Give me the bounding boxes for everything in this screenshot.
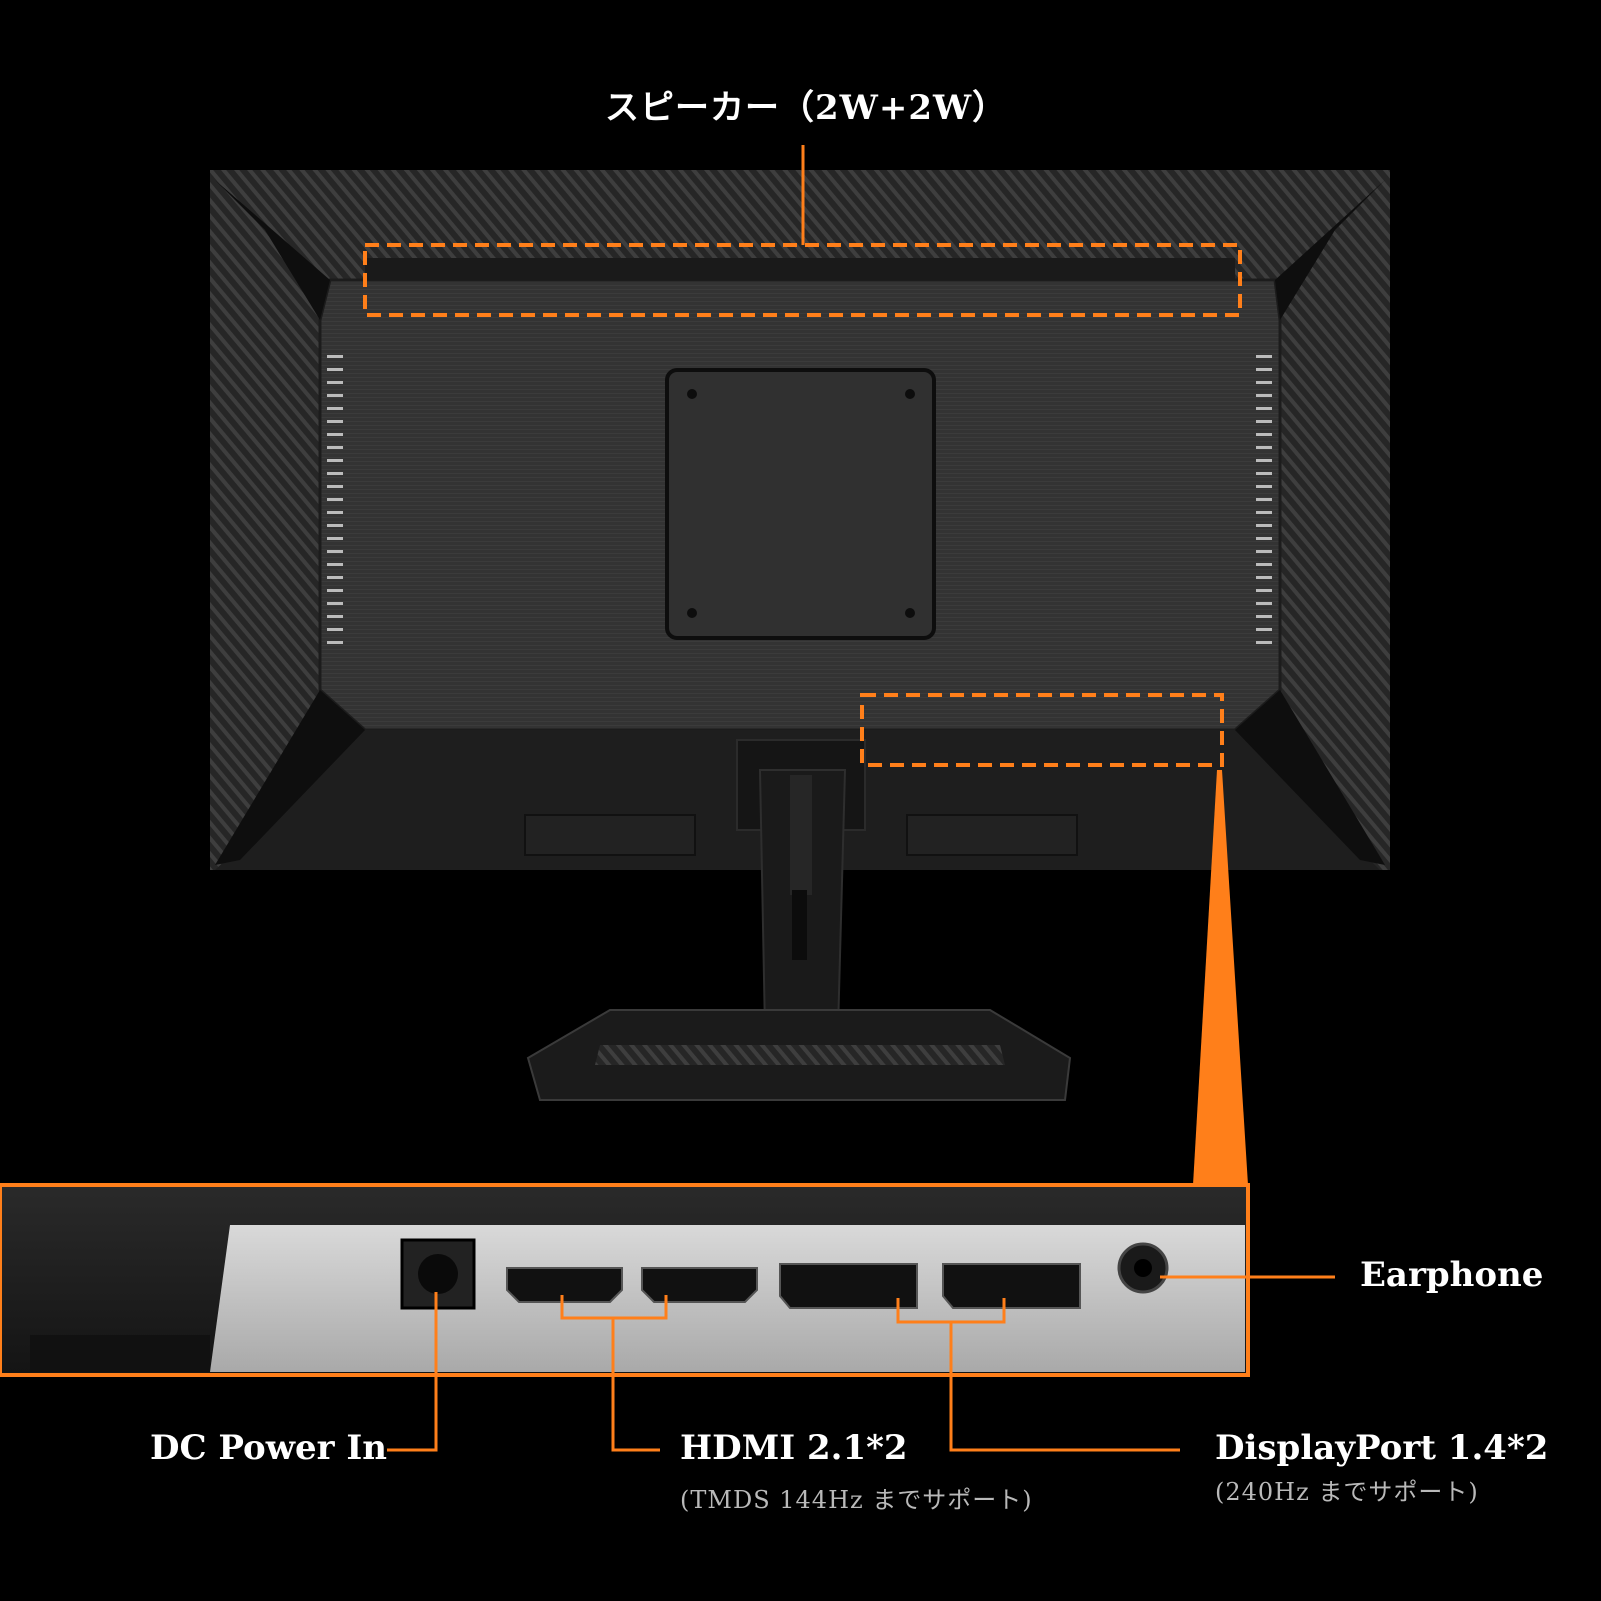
- monitor-stand: [526, 739, 1072, 1101]
- hdmi-note: (TMDS 144Hz までサポート): [680, 1486, 1033, 1514]
- zoom-wedge: [1193, 770, 1248, 1185]
- speaker-highlight-box: [363, 243, 1242, 317]
- vesa-mount-plate: [665, 368, 936, 640]
- displayport-label: DisplayPort 1.4*2: [1215, 1428, 1549, 1468]
- hdmi-port-2: [641, 1267, 758, 1303]
- speaker-label: スピーカー（2W+2W）: [605, 88, 1008, 128]
- port-highlight-box: [860, 693, 1224, 767]
- displayport-note: (240Hz までサポート): [1215, 1478, 1479, 1506]
- displayport-port-1: [779, 1263, 918, 1309]
- dc-power-label: DC Power In: [150, 1428, 387, 1468]
- hdmi-port-1: [506, 1267, 623, 1303]
- port-leader-lines: [387, 1275, 1335, 1452]
- displayport-port-2: [942, 1263, 1081, 1309]
- earphone-label: Earphone: [1360, 1255, 1544, 1295]
- port-closeup: [0, 1183, 1250, 1377]
- hdmi-label: HDMI 2.1*2: [680, 1428, 908, 1468]
